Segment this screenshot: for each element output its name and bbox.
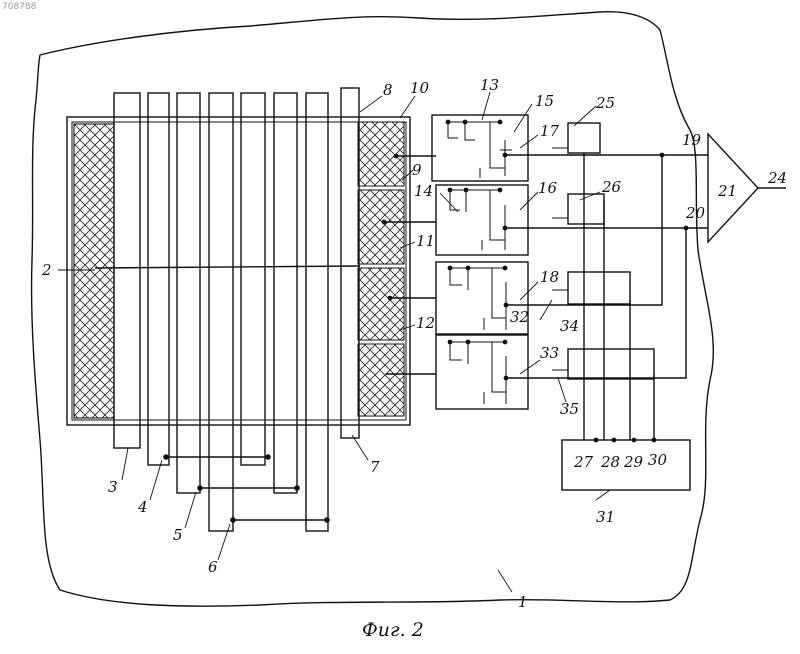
column-electrode-7 [341,88,359,438]
leader-lines [58,92,610,592]
column-electrode [148,93,169,465]
label-2: 2 [41,261,52,279]
electrode-2 [74,124,114,418]
label-25: 25 [595,94,615,112]
label-13: 13 [480,76,499,94]
column-electrode [177,93,200,493]
label-24: 24 [767,169,787,187]
array-frame-inner [72,122,406,420]
watermark-text: 708788 [2,2,37,12]
label-21: 21 [717,182,737,200]
label-14: 14 [414,182,433,200]
label-18: 18 [540,268,559,286]
label-20: 20 [685,204,706,222]
row-line [95,266,360,268]
label-29: 29 [623,453,644,471]
column-electrode [241,93,265,465]
switch-25 [568,123,600,153]
label-3: 3 [108,478,118,496]
switch-26 [568,194,604,224]
column-electrode [114,93,140,448]
label-15: 15 [535,92,554,110]
switch-34 [568,272,630,304]
label-34: 34 [560,317,579,335]
label-5: 5 [173,526,183,544]
column-electrode [306,93,328,531]
label-6: 6 [208,558,218,576]
label-17: 17 [540,122,560,140]
switch-35 [568,349,654,379]
cell-12 [358,268,404,340]
label-28: 28 [600,453,620,471]
label-26: 26 [601,178,622,196]
control-lines [584,153,656,442]
label-1: 1 [518,593,528,611]
label-9: 9 [412,161,422,179]
label-32: 32 [510,308,529,326]
amp-block-4 [436,335,528,409]
column-electrode [209,93,233,531]
label-33: 33 [540,344,559,362]
label-19: 19 [682,131,702,149]
label-30: 30 [648,451,668,469]
amp-block-2 [436,185,528,255]
label-10: 10 [410,79,430,97]
cell-11 [358,190,404,264]
label-11: 11 [416,232,435,250]
amp-block-1 [432,115,528,181]
label-8: 8 [383,81,393,99]
label-16: 16 [538,179,558,197]
switches [552,123,654,379]
column-electrodes [114,88,359,531]
label-31: 31 [596,508,615,526]
label-4: 4 [137,498,148,516]
label-12: 12 [416,314,435,332]
label-35: 35 [560,400,579,418]
figure-caption: Фиг. 2 [362,619,424,641]
cell-4th [358,344,404,416]
label-7: 7 [370,458,380,476]
column-electrode [274,93,297,493]
sensor-cells [358,122,404,416]
label-27: 27 [573,453,594,471]
